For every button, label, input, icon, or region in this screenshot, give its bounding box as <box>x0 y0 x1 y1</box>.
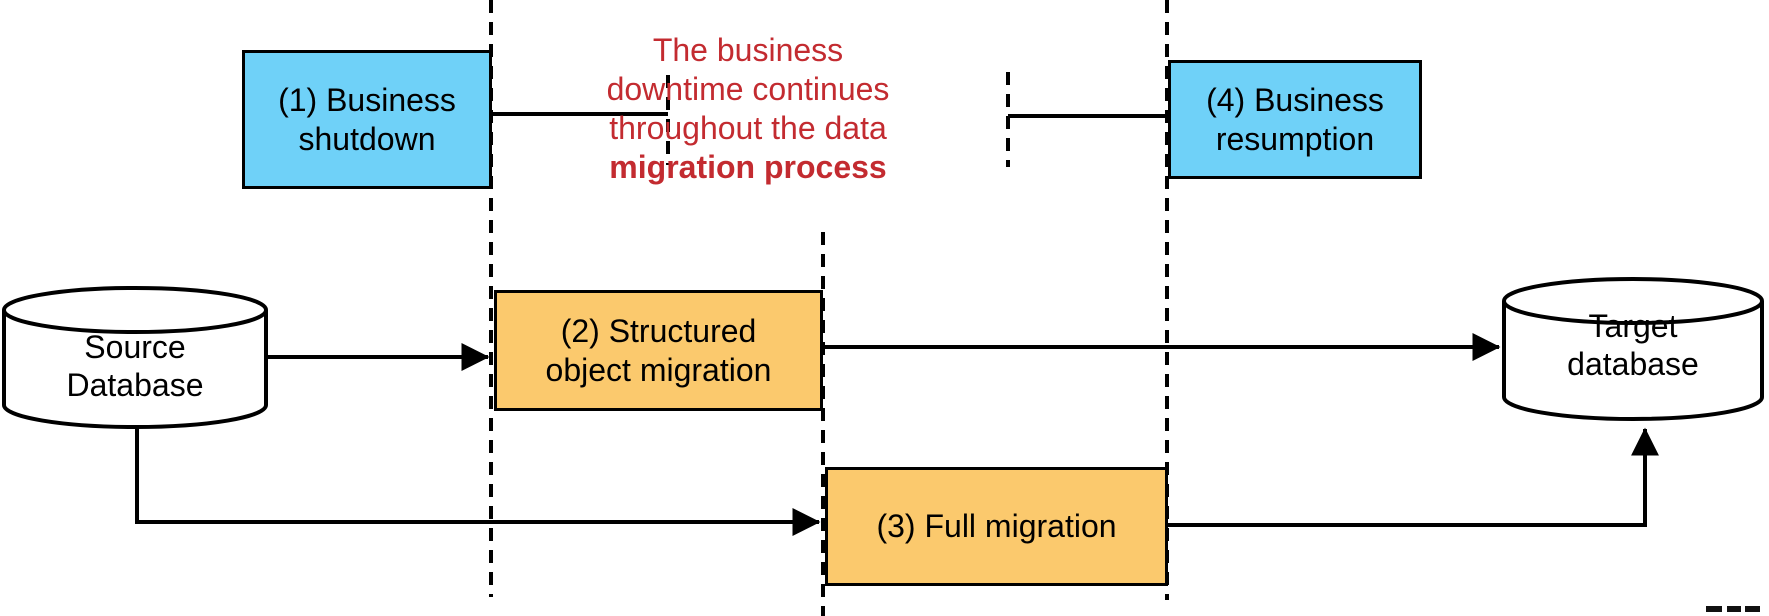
node-business-shutdown: (1) Business shutdown <box>242 50 492 189</box>
node-label-line: (4) Business <box>1206 81 1384 118</box>
source-database-cylinder-icon <box>1 286 268 429</box>
db-label-line: database <box>1567 346 1699 382</box>
note-line: throughout the data <box>609 110 887 146</box>
source-database-label: Source Database <box>15 328 255 404</box>
downtime-note: The business downtime continues througho… <box>553 31 943 187</box>
db-label-line: Target <box>1588 308 1678 344</box>
target-database-cylinder-icon <box>1502 277 1764 421</box>
node-label-line: (1) Business <box>278 81 456 118</box>
node-structured-object-migration: (2) Structured object migration <box>494 290 823 411</box>
watermark-mark <box>1706 606 1760 612</box>
node-label-line: shutdown <box>298 120 436 157</box>
node-business-resumption: (4) Business resumption <box>1168 60 1422 179</box>
target-database-label: Target database <box>1513 307 1753 383</box>
node-label-line: (3) Full migration <box>876 508 1117 544</box>
note-line: migration process <box>609 149 887 185</box>
note-line: The business <box>652 32 844 68</box>
node-full-migration: (3) Full migration <box>825 467 1168 586</box>
node-label-line: object migration <box>545 351 772 388</box>
node-label-line: (2) Structured <box>560 312 757 349</box>
db-label-line: Database <box>66 367 204 403</box>
node-label-line: resumption <box>1215 120 1375 157</box>
full-migration-to-target-arrow <box>1168 427 1659 527</box>
source-to-full-migration-arrow <box>135 427 821 536</box>
note-line: downtime continues <box>606 71 890 107</box>
db-label-line: Source <box>84 329 186 365</box>
